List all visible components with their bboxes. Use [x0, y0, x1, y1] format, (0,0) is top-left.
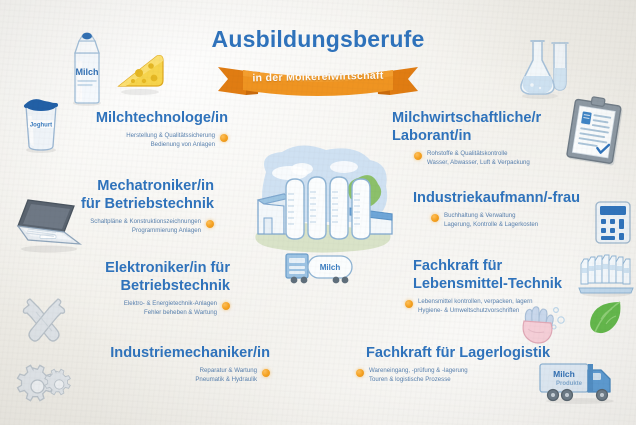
job-title-line1: Fachkraft für: [413, 258, 503, 274]
job-detail-2: Programmierung Anlagen: [131, 226, 201, 234]
gears-icon: [8, 358, 78, 414]
subtitle-ribbon-banner: in der Molkereiwirtschaft: [216, 60, 420, 100]
job-title-line1: Mechatroniker/in: [97, 178, 214, 194]
job-detail-1: Buchhaltung & Verwaltung: [444, 211, 516, 219]
milk-carton-icon: Milch: [66, 31, 108, 107]
page-title: Ausbildungsberufe: [211, 26, 425, 52]
job-detail-1: Lebensmittel kontrollen, verpacken, lage…: [418, 297, 533, 305]
bullet-dot-icon: [220, 134, 228, 143]
milk-pallet-icon: [576, 250, 636, 298]
job-title-line2: für Betriebstechnik: [81, 195, 214, 212]
cheese-wedge-icon: [113, 50, 167, 96]
job-detail-2: Lagerung, Kontrolle & Lagerkosten: [444, 220, 539, 228]
job-detail-2: Touren & logistische Prozesse: [369, 375, 451, 383]
job-entry-laborant[interactable]: Milchwirtschaftliche/r Laborant/in Rohst…: [392, 110, 541, 167]
job-entry-mechatroniker[interactable]: Mechatroniker/in für Betriebstechnik Sch…: [4, 178, 214, 235]
milk-carton-label: Milch: [75, 67, 98, 77]
clipboard-checklist-icon: [566, 95, 629, 167]
job-detail-2: Fehler beheben & Wartung: [144, 308, 217, 316]
job-entry-industriemechaniker[interactable]: Industriemechaniker/in Reparatur & Wartu…: [4, 345, 270, 384]
job-title: Fachkraft für Lagerlogistik: [366, 345, 551, 361]
job-title-line1: Milchwirtschaftliche/r: [392, 110, 542, 126]
job-title: Industriekaufmann/-frau: [413, 190, 581, 206]
job-title: Industriemechaniker/in: [110, 345, 270, 361]
yogurt-cup-icon: Joghurt: [18, 92, 64, 154]
delivery-truck-icon: Milch Produkte: [537, 355, 623, 405]
job-title-line1: Elektroniker/in für: [105, 260, 230, 276]
bullet-dot-icon: [222, 302, 230, 311]
tools-icon: [16, 296, 72, 352]
bullet-dot-icon: [206, 220, 214, 229]
dairy-factory-illustration: Milch: [244, 142, 404, 302]
job-detail-1: Schaltpläne & Konstruktionszeichnungen: [90, 217, 201, 225]
job-title-line2: Lebensmittel-Technik: [413, 275, 562, 292]
laptop-icon: [12, 196, 86, 254]
job-title-line2: Betriebstechnik: [120, 277, 231, 294]
bullet-dot-icon: [431, 214, 439, 223]
truck-label-line1: Milch: [553, 369, 575, 379]
calculator-icon: [593, 198, 633, 246]
job-entry-lagerlogistik[interactable]: Fachkraft für Lagerlogistik Wareneingang…: [356, 345, 551, 384]
yogurt-cup-label: Joghurt: [30, 123, 52, 129]
truck-label-line2: Produkte: [556, 381, 583, 387]
job-title: Milchtechnologe/in: [95, 110, 228, 126]
bullet-dot-icon: [356, 369, 364, 378]
leaf-icon: [584, 298, 626, 338]
job-entry-milchtechnologe[interactable]: Milchtechnologe/in Herstellung & Qualitä…: [4, 110, 228, 149]
bullet-dot-icon: [405, 300, 413, 309]
silo-tanks: [285, 176, 371, 240]
lab-flask-icon: [516, 38, 572, 100]
job-detail-1: Rohstoffe & Qualitätskontrolle: [427, 149, 508, 157]
job-detail-2: Pneumatik & Hydraulik: [195, 375, 257, 383]
job-detail-1: Elektro- & Energietechnik-Anlagen: [123, 299, 217, 307]
milk-tanker-truck: Milch: [285, 253, 353, 284]
handwash-icon: [516, 301, 568, 349]
job-detail-1: Wareneingang, -prüfung & -lagerung: [369, 366, 468, 374]
job-title-line2: Laborant/in: [392, 127, 472, 144]
job-detail-2: Bedienung von Anlagen: [150, 140, 215, 148]
tanker-label: Milch: [320, 263, 341, 272]
job-detail-2: Hygiene- & Umweltschutzvorschriften: [418, 306, 520, 314]
job-entry-elektroniker[interactable]: Elektroniker/in für Betriebstechnik Elek…: [4, 260, 230, 317]
job-detail-1: Reparatur & Wartung: [199, 366, 257, 374]
ribbon-shape-icon: [218, 67, 418, 96]
job-detail-2: Wasser, Abwasser, Luft & Verpackung: [427, 158, 530, 166]
bullet-dot-icon: [414, 152, 422, 161]
job-entry-lebensmitteltechnik[interactable]: Fachkraft für Lebensmittel-Technik Leben…: [405, 258, 562, 315]
job-detail-1: Herstellung & Qualitätssicherung: [126, 131, 215, 139]
bullet-dot-icon: [262, 369, 270, 378]
job-entry-industriekaufmann[interactable]: Industriekaufmann/-frau Buchhaltung & Ve…: [413, 190, 580, 229]
